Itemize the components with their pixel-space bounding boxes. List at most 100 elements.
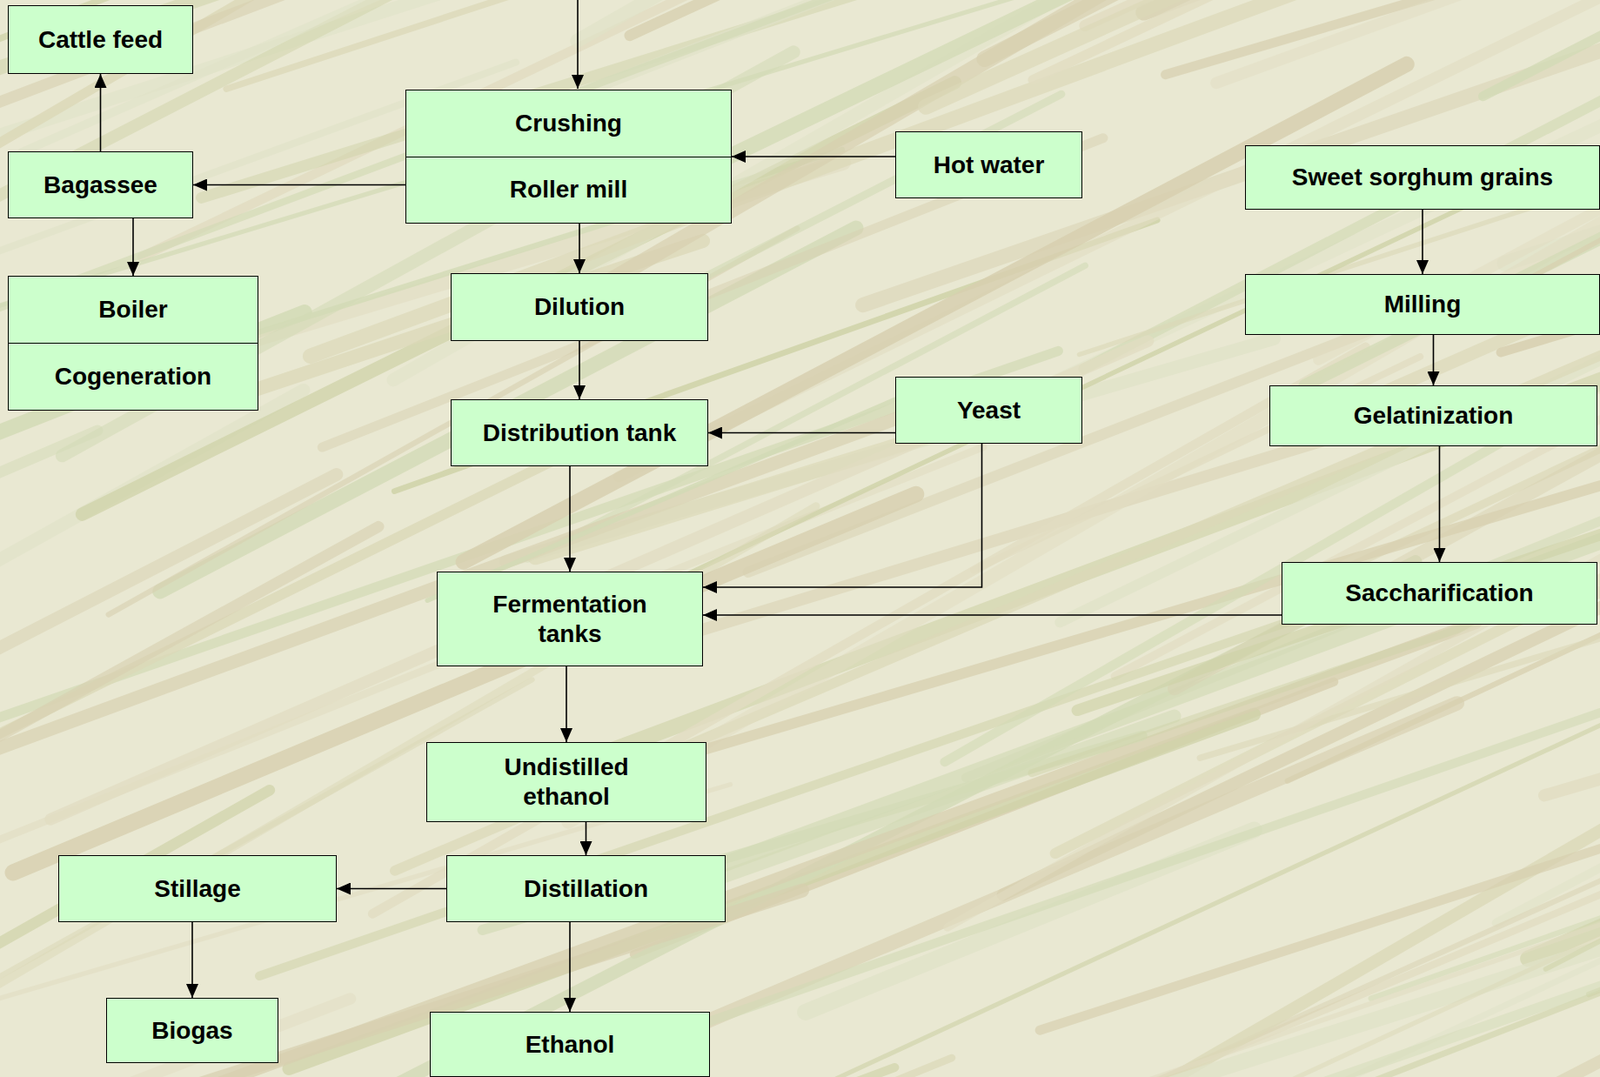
box-section: Roller mill — [406, 156, 731, 224]
flow-arrow — [1439, 446, 1441, 563]
flow-arrow — [569, 922, 571, 1012]
process-box: Saccharification — [1281, 562, 1598, 625]
box-label: Distillation — [523, 874, 649, 904]
flow-arrow — [702, 443, 983, 588]
box-label: Undistilled ethanol — [461, 752, 671, 811]
box-label: Gelatinization — [1353, 401, 1514, 431]
process-box: Sweet sorghum grains — [1245, 145, 1600, 210]
stalk — [891, 852, 1600, 1077]
flow-arrow — [585, 822, 588, 856]
box-section: Stillage — [59, 856, 336, 922]
flow-arrow — [191, 922, 194, 998]
stalk — [427, 379, 943, 601]
process-box: CrushingRoller mill — [405, 89, 732, 224]
box-section: Biogas — [107, 998, 278, 1063]
stalk — [1033, 827, 1600, 1077]
box-label: Boiler — [98, 294, 168, 325]
process-box: Cattle feed — [7, 5, 194, 74]
box-label: Saccharification — [1345, 578, 1534, 609]
flow-arrow — [708, 432, 896, 435]
flow-arrow — [100, 73, 102, 152]
box-section: Undistilled ethanol — [427, 743, 706, 822]
stalk — [1055, 207, 1600, 854]
stalk — [1083, 0, 1600, 369]
process-box: Hot water — [895, 131, 1083, 199]
stalk — [1077, 480, 1600, 710]
stalk — [1528, 711, 1600, 959]
process-box: Yeast — [895, 376, 1083, 444]
box-label: Roller mill — [509, 174, 628, 205]
process-box: Gelatinization — [1269, 385, 1598, 447]
box-label: Biogas — [151, 1016, 233, 1046]
stalk — [1078, 0, 1600, 355]
box-section: Cattle feed — [8, 6, 193, 74]
process-box: Distillation — [446, 855, 726, 923]
stalk — [629, 0, 1034, 36]
box-label: Sweet sorghum grains — [1292, 162, 1554, 193]
box-section: Fermentation tanks — [437, 572, 703, 666]
box-label: Milling — [1384, 289, 1462, 320]
stalk — [1546, 362, 1600, 970]
flow-arrow — [336, 888, 447, 891]
process-box: Bagassee — [7, 151, 194, 219]
process-box: Dilution — [450, 273, 709, 342]
box-label: Stillage — [153, 874, 242, 904]
box-label: Hot water — [933, 150, 1045, 181]
flow-arrow — [569, 466, 571, 572]
box-section: Bagassee — [8, 152, 193, 218]
box-label: Dilution — [534, 292, 625, 322]
stalk — [0, 430, 98, 619]
flow-arrow — [578, 341, 581, 400]
flow-arrow — [1432, 334, 1435, 386]
box-section: Saccharification — [1282, 562, 1597, 624]
box-section: Distribution tank — [451, 400, 708, 466]
stalk — [984, 0, 1584, 60]
stalk — [0, 0, 1011, 418]
stalk — [1144, 0, 1600, 13]
box-section: Crushing — [406, 90, 731, 157]
stalk — [372, 347, 1366, 915]
stalk — [1174, 107, 1600, 689]
stalk — [925, 0, 1600, 108]
stalk — [1483, 0, 1600, 97]
box-label: Yeast — [957, 395, 1021, 426]
process-box: Fermentation tanks — [436, 571, 703, 667]
box-section: Dilution — [451, 274, 708, 341]
stalk — [0, 0, 712, 86]
stalk — [635, 702, 1457, 1052]
box-section: Sweet sorghum grains — [1245, 146, 1600, 209]
box-label: Cogeneration — [54, 361, 212, 392]
box-section: Ethanol — [430, 1012, 710, 1077]
box-section: Boiler — [8, 276, 258, 343]
stalk — [748, 328, 1375, 573]
box-section: Cogeneration — [8, 342, 258, 410]
stalk — [259, 618, 1299, 977]
process-box: BoilerCogeneration — [7, 275, 259, 411]
stalk — [1032, 0, 1600, 81]
process-box: Milling — [1245, 274, 1600, 335]
stalk — [393, 0, 1394, 381]
flow-arrow — [565, 666, 568, 743]
stalk — [1031, 607, 1525, 774]
box-section: Yeast — [896, 377, 1082, 443]
input-arrow — [576, 0, 579, 89]
flow-arrow — [578, 223, 581, 274]
stalk — [965, 428, 1600, 778]
box-label: Cattle feed — [38, 25, 163, 55]
flow-arrow — [193, 184, 406, 187]
box-label: Distribution tank — [482, 418, 677, 449]
process-box: Ethanol — [429, 1011, 710, 1077]
box-section: Gelatinization — [1270, 386, 1597, 446]
stalk — [568, 156, 1600, 822]
box-section: Distillation — [447, 856, 725, 922]
process-box: Distribution tank — [450, 399, 709, 467]
box-section: Hot water — [896, 132, 1082, 198]
box-label: Ethanol — [525, 1030, 616, 1060]
flow-arrow — [731, 155, 896, 158]
flow-arrow — [702, 614, 1282, 616]
box-section: Milling — [1245, 274, 1600, 335]
box-label: Bagassee — [43, 170, 158, 201]
flow-arrow — [1421, 209, 1424, 275]
stalk — [1216, 0, 1600, 83]
